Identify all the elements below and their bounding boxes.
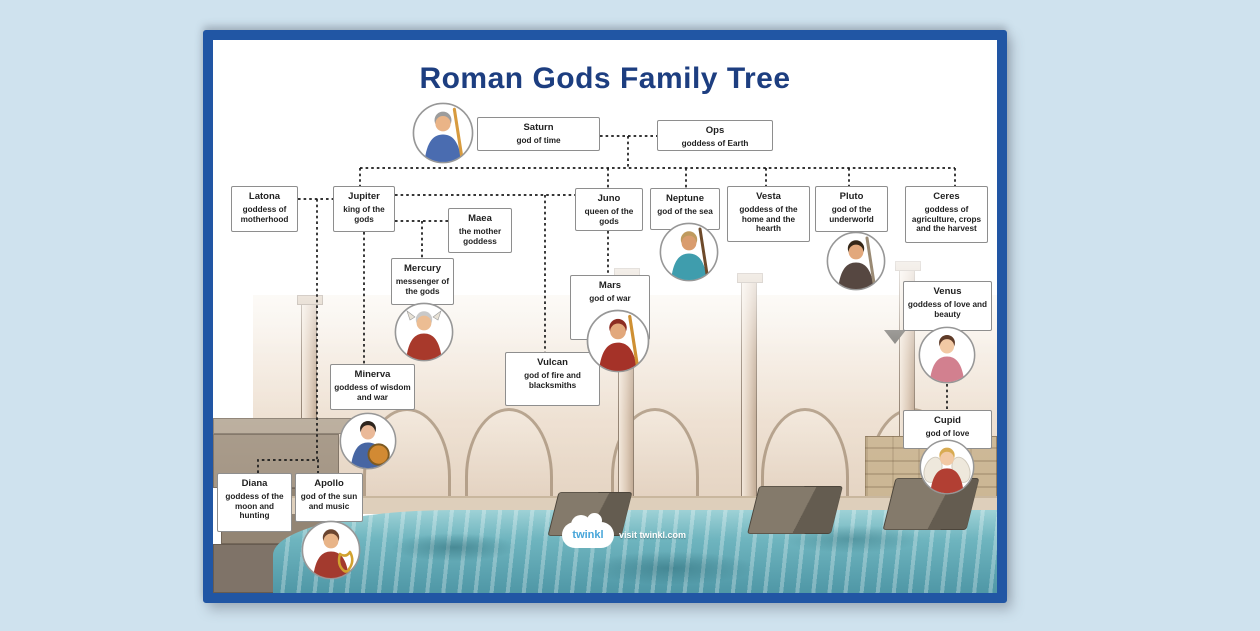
god-name-mars: Mars <box>598 280 622 291</box>
god-desc-mars: god of war <box>589 294 631 303</box>
avatar-pluto <box>826 231 886 291</box>
god-desc-juno: queen of the gods <box>584 207 634 226</box>
god-box-latona: Latona goddess of motherhood <box>231 186 298 232</box>
roman-bath-scene <box>213 40 997 593</box>
poster-page: Roman Gods Family Tree Saturn god of time… <box>203 30 1007 603</box>
avatar-mars <box>586 309 650 373</box>
god-name-vesta: Vesta <box>756 191 781 202</box>
god-name-pluto: Pluto <box>839 191 864 202</box>
god-name-vulcan: Vulcan <box>537 357 568 368</box>
god-desc-jupiter: king of the gods <box>343 205 385 224</box>
god-box-apollo: Apollo god of the sun and music <box>295 473 363 522</box>
god-name-mercury: Mercury <box>404 263 441 274</box>
god-box-vesta: Vesta goddess of the home and the hearth <box>727 186 810 242</box>
god-name-diana: Diana <box>241 478 268 489</box>
god-box-diana: Diana goddess of the moon and hunting <box>217 473 292 532</box>
god-desc-neptune: god of the sea <box>657 207 713 216</box>
page-title: Roman Gods Family Tree <box>419 62 791 95</box>
avatar-neptune <box>659 222 719 282</box>
god-desc-venus: goddess of love and beauty <box>907 300 988 319</box>
god-desc-vesta: goddess of the home and the hearth <box>739 205 798 234</box>
god-box-vulcan: Vulcan god of fire and blacksmiths <box>505 352 600 406</box>
avatar-mercury <box>394 302 454 362</box>
god-box-jupiter: Jupiter king of the gods <box>333 186 395 232</box>
god-desc-ceres: goddess of agriculture, crops and the ha… <box>911 205 982 234</box>
god-desc-latona: goddess of motherhood <box>240 205 289 224</box>
god-desc-saturn: god of time <box>516 136 561 145</box>
avatar-cupid <box>919 439 975 495</box>
god-box-maea: Maea the mother goddess <box>448 208 512 253</box>
god-desc-minerva: goddess of wisdom and war <box>334 383 411 402</box>
avatar-minerva <box>339 412 397 470</box>
god-name-minerva: Minerva <box>354 369 391 380</box>
twinkl-logo: twinkl <box>562 513 614 548</box>
god-box-mercury: Mercury messenger of the gods <box>391 258 454 305</box>
god-desc-mercury: messenger of the gods <box>395 277 450 296</box>
god-box-minerva: Minerva goddess of wisdom and war <box>330 364 415 410</box>
watermark-url-text: visit twinkl.com <box>619 530 687 540</box>
god-box-ceres: Ceres goddess of agriculture, crops and t… <box>905 186 988 243</box>
avatar-apollo <box>301 520 361 580</box>
god-desc-diana: goddess of the moon and hunting <box>225 492 284 521</box>
god-name-juno: Juno <box>597 193 621 204</box>
connector-diana-apollo-bus <box>257 459 319 473</box>
god-desc-cupid: god of love <box>925 429 970 438</box>
god-name-ops: Ops <box>705 125 725 136</box>
god-box-saturn: Saturn god of time <box>477 117 600 151</box>
god-name-venus: Venus <box>933 286 962 297</box>
god-desc-vulcan: god of fire and blacksmiths <box>524 371 581 390</box>
god-name-latona: Latona <box>248 191 281 202</box>
god-box-ops: Ops goddess of Earth <box>657 120 773 151</box>
god-box-juno: Juno queen of the gods <box>575 188 643 231</box>
god-desc-apollo: god of the sun and music <box>300 492 358 511</box>
god-name-saturn: Saturn <box>523 122 554 133</box>
god-desc-pluto: god of the underworld <box>829 205 874 224</box>
god-name-neptune: Neptune <box>666 193 704 204</box>
twinkl-logo-text: twinkl <box>572 529 604 541</box>
avatar-venus <box>918 326 976 384</box>
god-name-apollo: Apollo <box>314 478 344 489</box>
twinkl-watermark: twinkl visit twinkl.com <box>562 513 687 548</box>
avatar-saturn <box>412 102 474 164</box>
connector-lines <box>257 135 956 473</box>
god-name-cupid: Cupid <box>934 415 961 426</box>
god-box-cupid: Cupid god of love <box>903 410 992 449</box>
god-name-ceres: Ceres <box>933 191 960 202</box>
god-box-pluto: Pluto god of the underworld <box>815 186 888 232</box>
god-desc-ops: goddess of Earth <box>681 139 749 148</box>
god-name-jupiter: Jupiter <box>348 191 380 202</box>
god-name-maea: Maea <box>468 213 492 224</box>
god-desc-maea: the mother goddess <box>458 227 502 246</box>
god-box-venus: Venus goddess of love and beauty <box>903 281 992 331</box>
